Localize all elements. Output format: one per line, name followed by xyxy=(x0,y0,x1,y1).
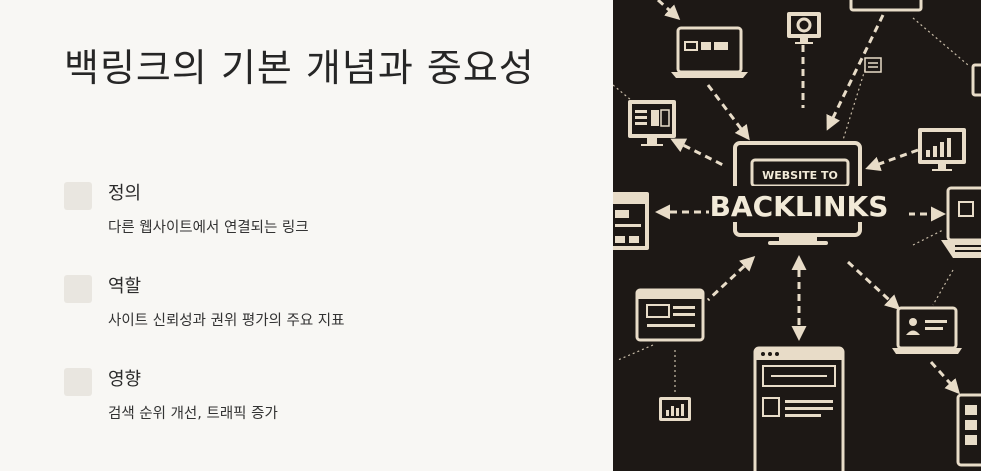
illustration-label-top: WEBSITE TO xyxy=(762,169,838,182)
item-heading: 정의 xyxy=(108,183,142,204)
item-heading: 영향 xyxy=(108,369,142,390)
illustration-label-main: BACKLINKS xyxy=(710,190,889,223)
window-icon xyxy=(849,0,923,12)
profile-laptop-icon xyxy=(892,306,962,354)
chart-monitor-icon xyxy=(918,128,966,171)
connector-lines xyxy=(655,0,961,395)
item-description: 검색 순위 개선, 트래픽 증가 xyxy=(108,406,278,422)
label-background xyxy=(713,186,909,222)
thin-connector-lines xyxy=(613,17,969,395)
content-panel: 백링크의 기본 개념과 중요성 정의 다른 웹사이트에서 연결되는 링크 역할 … xyxy=(64,46,535,422)
laptop-icon xyxy=(671,26,748,78)
tablet-icon xyxy=(971,63,981,97)
page-title: 백링크의 기본 개념과 중요성 xyxy=(64,46,535,90)
webpage-monitor-icon xyxy=(635,288,705,342)
item-description: 사이트 신뢰성과 권위 평가의 주요 지표 xyxy=(108,313,345,329)
item-heading: 역할 xyxy=(108,276,142,297)
bullet-square-icon xyxy=(64,275,92,303)
bottom-tablet-icon xyxy=(956,393,981,467)
gear-monitor-icon xyxy=(787,12,821,44)
bullet-square-icon xyxy=(64,368,92,396)
large-browser-icon xyxy=(753,346,845,471)
item-description: 다른 웹사이트에서 연결되는 링크 xyxy=(108,220,309,236)
backlinks-network-diagram: WEBSITE TO BACKLINKS xyxy=(613,0,981,471)
dashboard-monitor-icon xyxy=(628,100,676,146)
backlinks-illustration: WEBSITE TO BACKLINKS xyxy=(613,0,981,471)
bullet-square-icon xyxy=(64,182,92,210)
browser-window-icon xyxy=(613,192,649,250)
right-laptop-icon xyxy=(941,186,981,258)
small-chart-monitor-icon xyxy=(659,397,691,421)
document-icon xyxy=(864,57,882,73)
